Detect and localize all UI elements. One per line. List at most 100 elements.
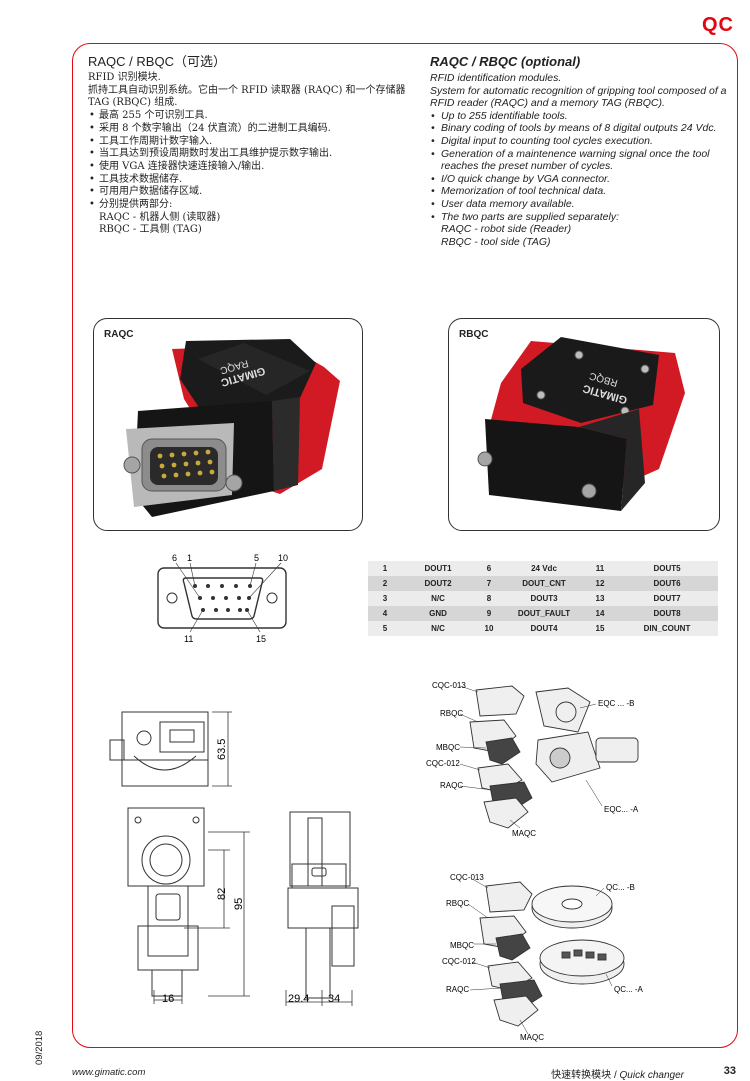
table-cell: 7 [474,576,504,591]
cn-sub-item: RBQC - 工具侧 (TAG) [99,224,202,236]
table-cell: 15 [584,621,616,636]
pin-label: 5 [254,553,259,563]
locating-pin-icon [477,451,493,467]
section-tag: QC [702,14,734,36]
cn-bullet: 最高 255 个可识别工具. [88,110,408,123]
en-sub-item: RAQC - robot side (Reader) [441,223,572,236]
dimension-label: 63.5 [216,739,228,760]
assembly-diagram-qc: CQC-013 RBQC MBQC CQC-012 RAQC MAQC QC..… [442,873,644,1042]
locating-pin-icon [581,483,597,499]
part-label: MAQC [520,1033,544,1042]
raqc-photo-box: RAQC GIMATIC RAQC [93,318,363,531]
vga-pins [157,449,215,479]
cn-bullet: 工具工作周期计数字输入. [88,136,408,149]
table-cell: DOUT1 [402,561,474,576]
dimension-drawings: 63.5 82 95 16 29.4 34 [109,711,359,1006]
dim-63-5 [212,711,232,787]
cn-bullet: 当工具达到预设周期数时发出工具维护提示数字输出. [88,148,408,161]
pin-label: 6 [172,553,177,563]
cn-bullet: 分别提供两部分: [88,199,408,212]
part-label: QC... -A [614,985,644,994]
table-cell: 8 [474,591,504,606]
en-bullet-list: Up to 255 identifiable tools. Binary cod… [430,110,730,249]
table-cell: DOUT3 [504,591,584,606]
side-view-drawing [287,811,359,999]
website-link[interactable]: www.gimatic.com [72,1067,146,1078]
en-bullet: Digital input to counting tool cycles ex… [430,135,730,148]
mount-hole-icon [166,592,178,604]
cn-sub-item: RAQC - 机器人侧 (读取器) [99,211,221,223]
jack-screw-icon [123,456,141,474]
table-cell: 14 [584,606,616,621]
part-label: EQC ... -B [598,699,634,708]
table-cell: 1 [368,561,402,576]
cn-description: RAQC / RBQC（可选） RFID 识别模块. 抓持工具自动识别系统。它由… [88,54,408,237]
part-label: RBQC [440,709,463,718]
pin-label: 10 [278,553,288,563]
part-label: RAQC [440,781,463,790]
table-cell: 24 Vdc [504,561,584,576]
table-cell: DOUT_CNT [504,576,584,591]
cn-bullet: 采用 8 个数字输出（24 伏直流）的二进制工具编码. [88,123,408,136]
table-cell: 6 [474,561,504,576]
table-cell: DOUT8 [616,606,718,621]
en-line: RFID identification modules. [430,72,562,84]
en-bullet: Memorization of tool technical data. [430,185,730,198]
table-cell: DOUT4 [504,621,584,636]
table-cell: 11 [584,561,616,576]
part-label: CQC-012 [426,759,460,768]
en-bullet: The two parts are supplied separately: [430,211,730,224]
dim-16 [153,990,183,1004]
table-cell: DOUT7 [616,591,718,606]
en-bullet: Binary coding of tools by means of 8 dig… [430,122,730,135]
en-bullet: I/O quick change by VGA connector. [430,173,730,186]
dimension-label: 34 [328,993,340,1005]
cn-bullet-list: 最高 255 个可识别工具. 采用 8 个数字输出（24 伏直流）的二进制工具编… [88,110,408,237]
part-label: QC... -B [606,883,635,892]
part-label: RBQC [446,899,469,908]
raqc-product-image: GIMATIC RAQC [123,339,340,517]
en-bullet: User data memory available. [430,198,730,211]
table-cell: 9 [474,606,504,621]
cn-bullet: 可用用户数据储存区域. [88,186,408,199]
en-line: System for automatic recognition of grip… [430,84,727,110]
table-cell: DIN_COUNT [616,621,718,636]
dimension-label: 16 [162,993,174,1005]
footer-cn: 快速转换模块 / [551,1070,620,1081]
page-number: 33 [723,1065,736,1077]
dimension-label: 95 [233,898,245,910]
dim-82-95 [184,831,250,997]
table-cell: N/C [402,591,474,606]
part-label: MBQC [450,941,474,950]
table-cell: DOUT2 [402,576,474,591]
cn-line: 抓持工具自动识别系统。它由一个 RFID 读取器 (RAQC) 和一个存储器 T… [88,84,406,109]
table-cell: 12 [584,576,616,591]
table-cell: 5 [368,621,402,636]
table-cell: 10 [474,621,504,636]
cn-bullet: 使用 VGA 连接器快速连接输入/输出. [88,161,408,174]
front-view-drawing [127,807,205,997]
jack-screw-icon [225,474,243,492]
cn-title: RAQC / RBQC（可选） [88,54,226,69]
table-cell: DOUT6 [616,576,718,591]
part-label: CQC-013 [450,873,484,882]
assembly-diagram-eqc: CQC-013 RBQC MBQC CQC-012 RAQC MAQC EQC … [426,681,639,838]
dim-29-4-34 [285,990,353,1006]
part-label: CQC-013 [432,681,466,690]
part-label: MAQC [512,829,536,838]
table-cell: N/C [402,621,474,636]
part-label: MBQC [436,743,460,752]
pin-label: 15 [256,634,266,644]
raqc-photo-label: RAQC [104,329,134,340]
en-bullet: Generation of a maintenence warning sign… [430,148,730,173]
cn-line: RFID 识别模块. [88,72,161,83]
rbqc-photo-label: RBQC [459,329,489,340]
dimension-label: 82 [216,888,228,900]
footer-section-title: 快速转换模块 / Quick changer [551,1066,684,1081]
